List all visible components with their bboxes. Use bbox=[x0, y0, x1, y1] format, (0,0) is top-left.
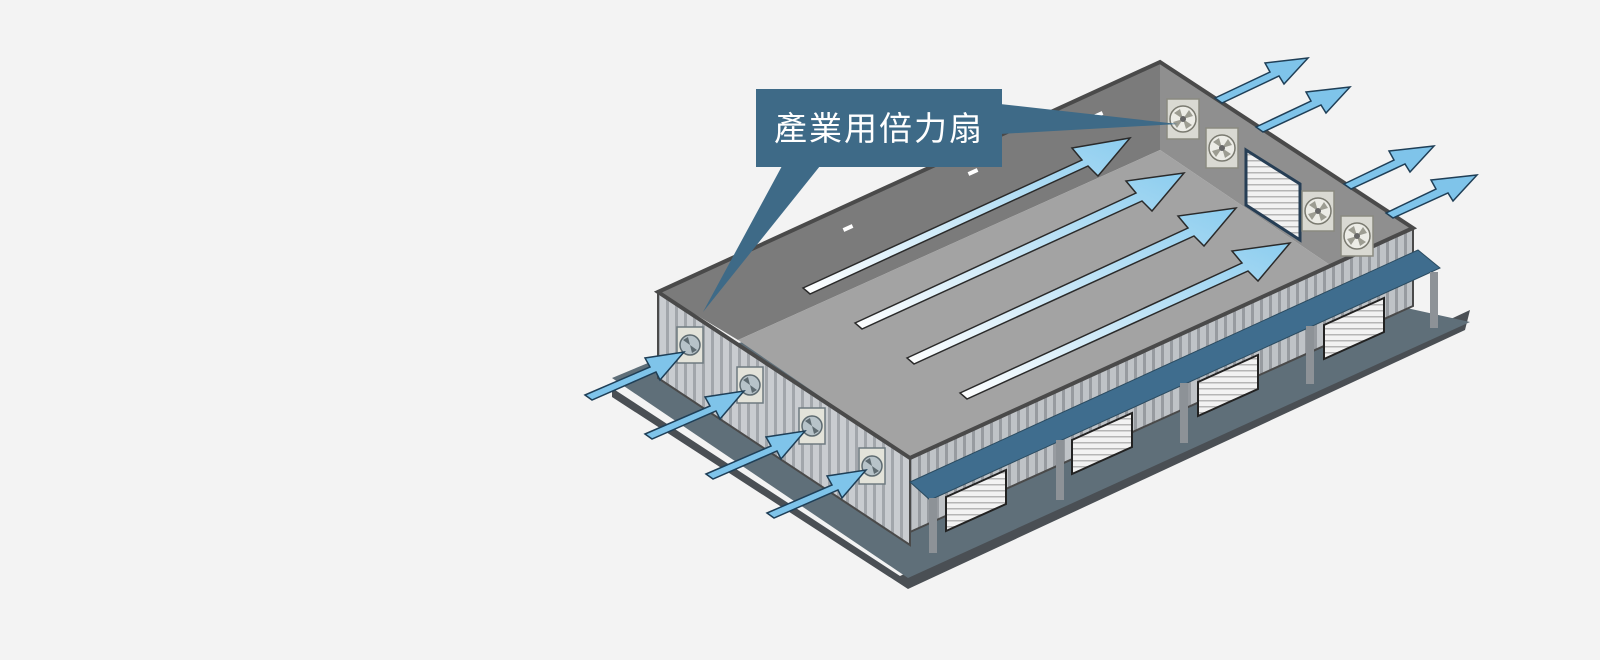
airflow-arrow-icon bbox=[1384, 174, 1479, 219]
roller-shutter-door-icon bbox=[945, 468, 1007, 533]
roller-shutter-door-icon bbox=[1197, 353, 1259, 418]
industrial-exhaust-fan-icon bbox=[1301, 190, 1335, 232]
airflow-arrow-icon bbox=[1342, 145, 1436, 190]
airflow-arrow-icon bbox=[643, 389, 746, 440]
industrial-exhaust-fan-icon bbox=[1166, 98, 1200, 140]
airflow-arrow-icon bbox=[1213, 57, 1310, 104]
callout-label: 產業用倍力扇 bbox=[774, 109, 984, 148]
shutter-doors bbox=[945, 296, 1385, 533]
roller-shutter-door-icon bbox=[1071, 411, 1133, 476]
callout-pointer-down bbox=[703, 166, 820, 312]
airflow-arrow-icon bbox=[765, 468, 868, 519]
interior-airflow bbox=[801, 136, 1292, 400]
airflow-arrow-icon bbox=[583, 350, 686, 401]
airflow-arrow-icon bbox=[704, 429, 807, 480]
roller-shutter-door-icon bbox=[1244, 147, 1302, 243]
industrial-exhaust-fan-icon bbox=[1340, 215, 1374, 257]
industrial-exhaust-fan-icon bbox=[736, 366, 764, 404]
industrial-exhaust-fan-icon bbox=[1205, 127, 1239, 169]
loading-canopy bbox=[909, 249, 1441, 553]
roller-shutter-door-icon bbox=[1323, 296, 1385, 361]
industrial-exhaust-fan-icon bbox=[798, 407, 826, 445]
callout-box bbox=[756, 89, 1002, 167]
fan-callout: 產業用倍力扇 bbox=[703, 89, 1178, 312]
intake-arrows bbox=[583, 350, 868, 519]
callout-pointer-right bbox=[1000, 104, 1178, 134]
industrial-exhaust-fan-icon bbox=[676, 326, 704, 364]
industrial-exhaust-fan-icon bbox=[858, 447, 886, 485]
airflow-arrow-icon bbox=[1254, 86, 1352, 133]
exhaust-arrows bbox=[1213, 57, 1479, 219]
